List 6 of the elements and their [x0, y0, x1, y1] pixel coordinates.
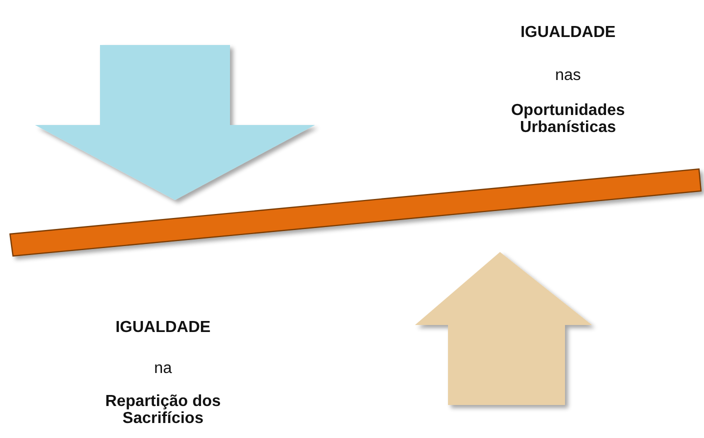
connector-word: nas: [554, 67, 582, 84]
heading-text: IGUALDADE: [114, 319, 212, 336]
heading-text: IGUALDADE: [519, 24, 617, 41]
connector-word: na: [153, 360, 173, 377]
heading-text: Oportunidades Urbanísticas: [510, 102, 626, 136]
heading-text: Repartição dos Sacrifícios: [104, 393, 222, 427]
